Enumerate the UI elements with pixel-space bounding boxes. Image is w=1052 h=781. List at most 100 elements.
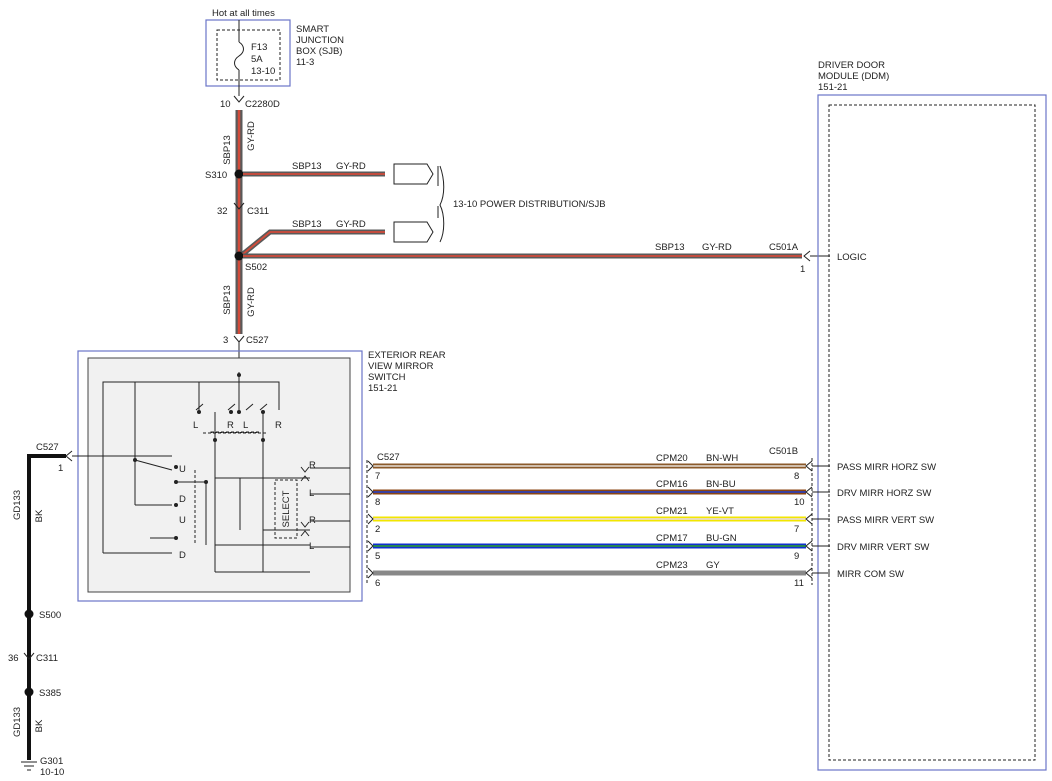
wire-label-gyrd-a: GY-RD <box>246 121 257 151</box>
wire-label-sbp13-b: SBP13 <box>222 285 233 315</box>
fuse-ref: 13-10 <box>251 66 275 77</box>
signal-right-pin: 9 <box>794 551 799 562</box>
branch1-sbp13: SBP13 <box>292 161 322 172</box>
signal-right-pin: 10 <box>794 497 805 508</box>
signal-color-code: GY <box>706 560 720 571</box>
signal-color-code: BU-GN <box>706 533 737 544</box>
mirror-switch-outline <box>77 350 363 602</box>
c311-low-connector-icon <box>23 652 35 660</box>
switch-label-L4: L <box>309 541 314 552</box>
signal-right-connector-icon <box>805 513 813 525</box>
signal-name: DRV MIRR VERT SW <box>837 542 929 553</box>
power-distribution-label: 13-10 POWER DISTRIBUTION/SJB <box>453 199 606 210</box>
mirror-switch-title-2: VIEW MIRROR <box>368 361 434 372</box>
c501b-label: C501B <box>769 446 798 457</box>
s310-label: S310 <box>205 170 227 181</box>
signal-right-connector-icon <box>805 460 813 472</box>
signal-name: DRV MIRR HORZ SW <box>837 488 931 499</box>
s500-label: S500 <box>39 610 61 621</box>
signal-right-connector-icon <box>805 567 813 579</box>
sjb-title-2: JUNCTION <box>296 35 344 46</box>
signal-left-connector-icon <box>367 460 374 472</box>
signal-circuit-label: CPM21 <box>656 506 688 517</box>
mirror-switch-title-4: 151-21 <box>368 383 398 394</box>
c2280d-label: C2280D <box>245 99 280 110</box>
bk-label-b: BK <box>34 719 45 732</box>
bk-label-a: BK <box>34 509 45 522</box>
branch2-gyrd: GY-RD <box>336 219 366 230</box>
select-label: SELECT <box>281 490 292 527</box>
signal-left-pin: 6 <box>375 578 380 589</box>
splice-s310 <box>234 169 244 179</box>
switch-label-U2: U <box>179 515 186 526</box>
logic-wire-sbp13: SBP13 <box>655 242 685 253</box>
fuse-name: F13 <box>251 42 267 53</box>
branch-arrow-connector-1 <box>393 163 434 185</box>
signal-color-code: YE-VT <box>706 506 734 517</box>
ddm-title-2: MODULE (DDM) <box>818 71 889 82</box>
connector-c2280d-icon <box>233 95 245 103</box>
c527-left-label: C527 <box>36 442 59 453</box>
signal-circuit-label: CPM23 <box>656 560 688 571</box>
gd133-label-b: GD133 <box>12 707 23 737</box>
wire-label-sbp13-a: SBP13 <box>222 135 233 165</box>
c501a-connector-icon <box>803 250 811 262</box>
signal-color-code: BN-BU <box>706 479 736 490</box>
ddm-logic-label: LOGIC <box>837 252 867 263</box>
splice-s500 <box>24 609 34 619</box>
sjb-title-4: 11-3 <box>296 57 314 68</box>
fuse-icon <box>234 41 244 71</box>
signal-left-pin: 5 <box>375 551 380 562</box>
logic-wire-gyrd: GY-RD <box>702 242 732 253</box>
signal-left-pin: 7 <box>375 471 380 482</box>
fuse-dashed-box <box>216 29 281 81</box>
signal-right-pin: 7 <box>794 524 799 535</box>
signal-name: PASS MIRR VERT SW <box>837 515 934 526</box>
signal-name: PASS MIRR HORZ SW <box>837 462 936 473</box>
ddm-title-3: 151-21 <box>818 82 848 93</box>
sjb-title-1: SMART <box>296 24 329 35</box>
switch-label-U1: U <box>179 464 186 475</box>
hot-at-all-times-label: Hot at all times <box>212 8 275 19</box>
ddm-title-1: DRIVER DOOR <box>818 60 885 71</box>
s502-label: S502 <box>245 262 267 273</box>
signal-circuit-label: CPM16 <box>656 479 688 490</box>
branch-arrow-connector-2 <box>393 221 434 243</box>
ddm-inner-dashed <box>828 104 1036 761</box>
c527-left-pin: 1 <box>58 463 63 474</box>
fuse-rating: 5A <box>251 54 263 65</box>
switch-label-D1: D <box>179 494 186 505</box>
signal-left-connector-icon <box>367 540 374 552</box>
c527-right-label: C527 <box>377 452 400 463</box>
switch-label-D2: D <box>179 550 186 561</box>
mirror-switch-internals <box>72 372 350 573</box>
brace-icon <box>439 165 445 243</box>
switch-label-R2: R <box>275 420 282 431</box>
c527-top-connector-icon <box>233 335 245 343</box>
mirror-switch-title-3: SWITCH <box>368 372 406 383</box>
c527-top-label: C527 <box>246 335 269 346</box>
switch-label-R3: R <box>309 460 316 471</box>
signal-circuit-label: CPM20 <box>656 453 688 464</box>
signal-left-connector-icon <box>367 513 374 525</box>
signal-name: MIRR COM SW <box>837 569 904 580</box>
signal-color-code: BN-WH <box>706 453 738 464</box>
ddm-outline <box>817 94 1047 771</box>
c501a-label: C501A <box>769 242 799 253</box>
signal-right-pin: 11 <box>794 578 804 589</box>
c311-pin: 32 <box>217 206 228 217</box>
signal-left-connector-icon <box>367 567 374 579</box>
signal-left-connector-icon <box>367 486 374 498</box>
switch-label-L3: L <box>309 488 314 499</box>
sjb-outline <box>205 19 291 87</box>
c527-top-pin: 3 <box>223 335 228 346</box>
c311-label: C311 <box>247 206 269 217</box>
signal-right-connector-icon <box>805 486 813 498</box>
ground-icon <box>21 761 37 771</box>
mirror-switch-title-1: EXTERIOR REAR <box>368 350 446 361</box>
branch1-gyrd: GY-RD <box>336 161 366 172</box>
branch-wire-2-outer <box>241 229 385 256</box>
switch-label-L1: L <box>193 420 198 431</box>
